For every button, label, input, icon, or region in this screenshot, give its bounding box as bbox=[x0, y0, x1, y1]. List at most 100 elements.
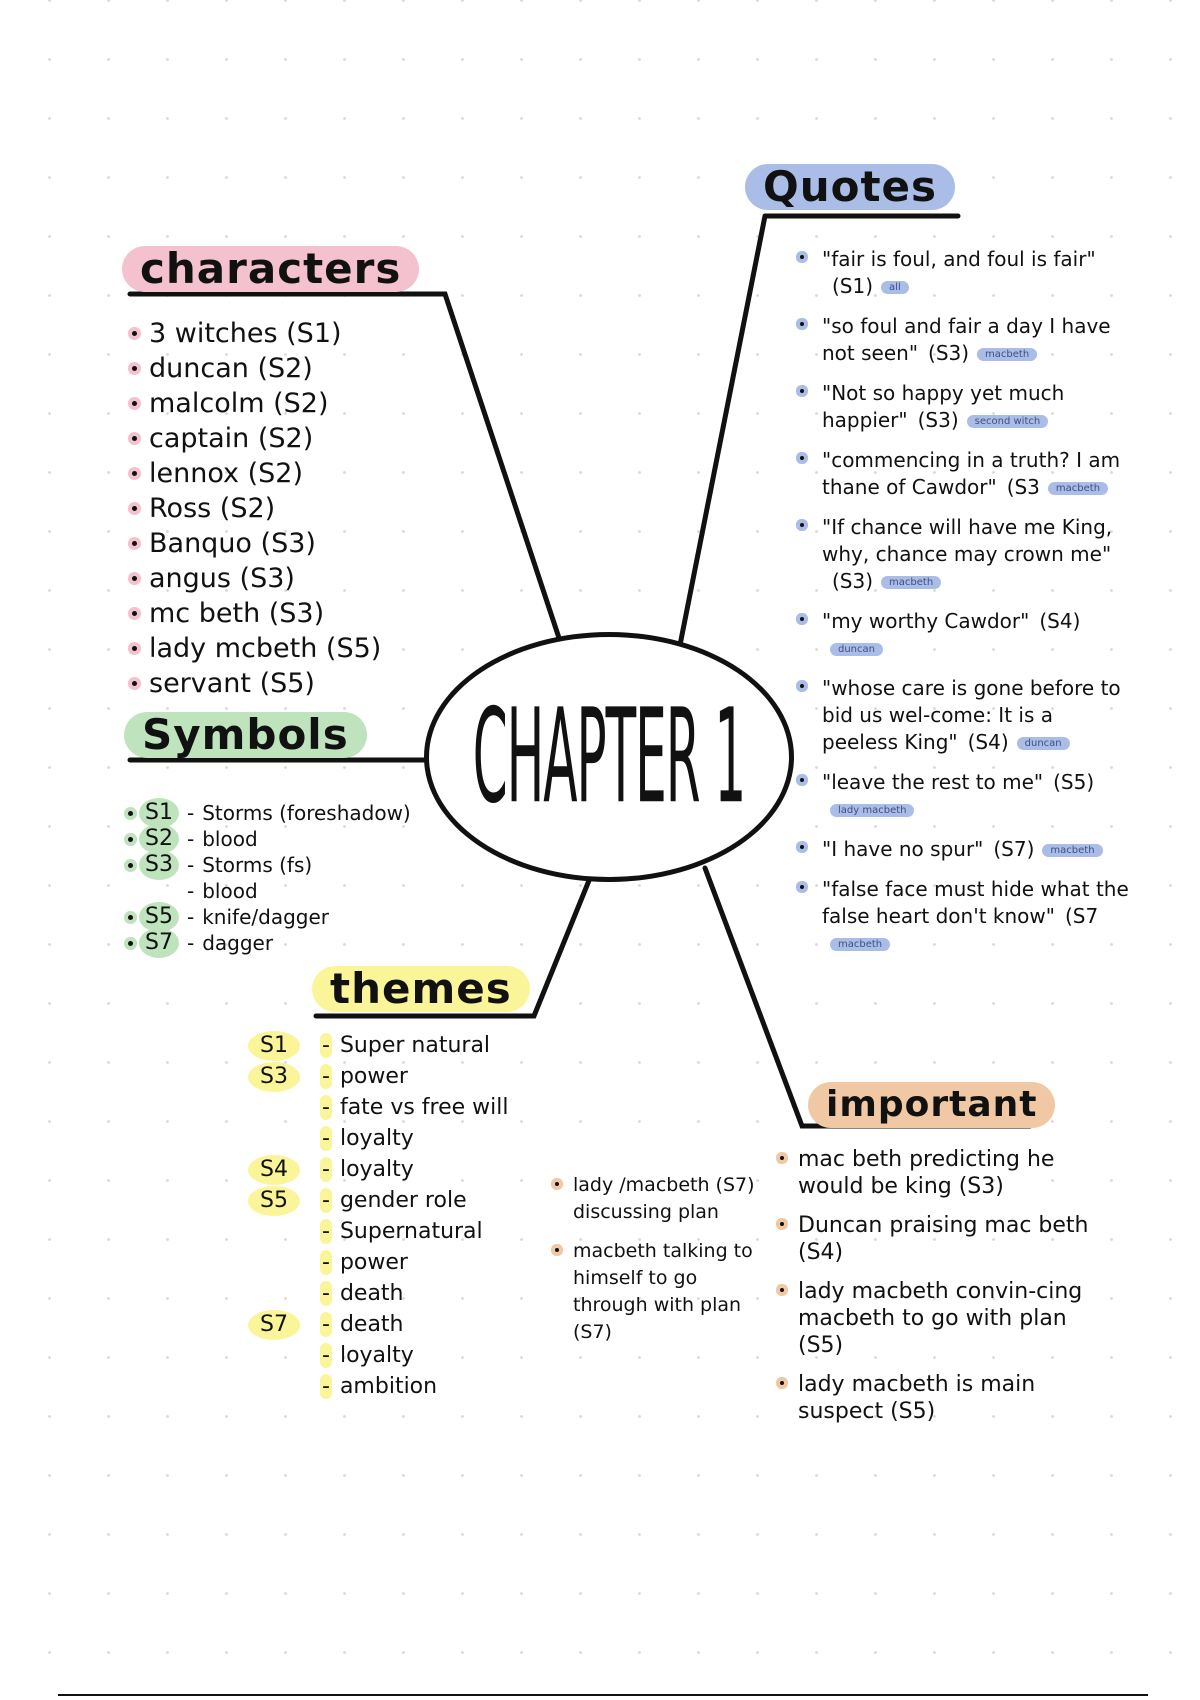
quote-scene: (S1) bbox=[832, 274, 874, 298]
scene-badge: S3 bbox=[139, 850, 179, 880]
quote-text: "so foul and fair a day I have not seen" bbox=[822, 314, 1111, 365]
character-name: angus (S3) bbox=[149, 563, 295, 594]
bullet-icon bbox=[128, 862, 133, 868]
quote-scene: (S4) bbox=[967, 730, 1009, 754]
bullet-icon bbox=[800, 456, 804, 460]
character-item: Ross (S2) bbox=[132, 491, 381, 526]
quote-item: "If chance will have me King, why, chanc… bbox=[800, 514, 1130, 595]
character-item: mc beth (S3) bbox=[132, 596, 381, 631]
bullet-icon bbox=[132, 541, 137, 546]
quote-text: "commencing in a truth? I am thane of Ca… bbox=[822, 448, 1121, 499]
theme-item: -power bbox=[248, 1247, 509, 1278]
theme-item: S3-power bbox=[248, 1061, 509, 1092]
bullet-icon bbox=[800, 255, 804, 259]
theme-text: gender role bbox=[339, 1188, 467, 1213]
character-item: lady mcbeth (S5) bbox=[132, 631, 381, 666]
symbol-item: -blood bbox=[128, 878, 411, 904]
symbols-heading: Symbols bbox=[124, 712, 367, 758]
chapter-title: CHAPTER 1 bbox=[472, 681, 746, 833]
speaker-tag: duncan bbox=[1016, 737, 1070, 750]
character-name: duncan (S2) bbox=[149, 353, 313, 384]
bullet-icon bbox=[800, 617, 804, 621]
important-text: lady macbeth convin-cing macbeth to go w… bbox=[798, 1279, 1083, 1358]
character-name: lennox (S2) bbox=[149, 458, 303, 489]
bullet-icon bbox=[800, 389, 804, 393]
scene-badge: S5 bbox=[248, 1185, 300, 1216]
quote-item: "leave the rest to me"(S5)lady macbeth bbox=[800, 769, 1130, 823]
theme-item: -ambition bbox=[248, 1371, 509, 1402]
important-item: lady /macbeth (S7) discussing plan bbox=[555, 1172, 760, 1226]
quote-text: "fair is foul, and foul is fair" bbox=[822, 247, 1096, 271]
character-name: captain (S2) bbox=[149, 423, 314, 454]
bullet-icon bbox=[132, 366, 137, 371]
dash: - bbox=[187, 879, 195, 903]
character-name: servant (S5) bbox=[149, 668, 315, 699]
themes-branch bbox=[313, 875, 593, 1019]
chapter-center-node: CHAPTER 1 bbox=[424, 632, 794, 882]
bullet-icon bbox=[132, 331, 137, 336]
important-text: lady /macbeth (S7) discussing plan bbox=[573, 1174, 755, 1223]
theme-text: loyalty bbox=[339, 1157, 414, 1182]
scene-badge: S4 bbox=[248, 1154, 300, 1185]
speaker-tag: lady macbeth bbox=[830, 804, 915, 817]
important-item: lady macbeth convin-cing macbeth to go w… bbox=[780, 1278, 1115, 1359]
scene-badge: S7 bbox=[139, 928, 179, 958]
important-text: lady macbeth is main suspect (S5) bbox=[798, 1372, 1036, 1424]
scene-badge: S1 bbox=[139, 798, 179, 828]
speaker-tag: macbeth bbox=[1042, 844, 1103, 857]
speaker-tag: duncan bbox=[830, 643, 883, 656]
quote-scene: (S4) bbox=[1039, 609, 1081, 633]
quotes-branch bbox=[677, 213, 961, 648]
quote-item: "false face must hide what the false hea… bbox=[800, 876, 1130, 957]
theme-text: power bbox=[339, 1064, 408, 1089]
symbol-text: blood bbox=[202, 827, 258, 851]
bullet-icon bbox=[555, 1182, 559, 1186]
theme-item: S4-loyalty bbox=[248, 1154, 509, 1185]
character-item: 3 witches (S1) bbox=[132, 316, 381, 351]
important-item: mac beth predicting he would be king (S3… bbox=[780, 1146, 1115, 1200]
important-heading: important bbox=[808, 1082, 1056, 1128]
theme-text: ambition bbox=[339, 1374, 438, 1399]
theme-scene-cell: S1 bbox=[248, 1030, 312, 1061]
quote-scene: (S3) bbox=[832, 569, 874, 593]
scene-badge: S3 bbox=[248, 1061, 300, 1092]
character-name: 3 witches (S1) bbox=[149, 318, 342, 349]
symbol-text: knife/dagger bbox=[202, 905, 329, 929]
bullet-icon bbox=[800, 523, 804, 527]
quote-text: "false face must hide what the false hea… bbox=[822, 877, 1129, 928]
dash: - bbox=[187, 931, 195, 955]
theme-scene-cell: S3 bbox=[248, 1061, 312, 1092]
character-name: malcolm (S2) bbox=[149, 388, 329, 419]
bullet-icon bbox=[780, 1288, 784, 1292]
important-list-right: mac beth predicting he would be king (S3… bbox=[780, 1146, 1115, 1437]
dash: - bbox=[320, 1188, 332, 1213]
bullet-icon bbox=[780, 1381, 784, 1385]
quote-scene: (S3) bbox=[917, 408, 959, 432]
speaker-tag: macbeth bbox=[977, 348, 1038, 361]
character-name: Banquo (S3) bbox=[149, 528, 316, 559]
quote-scene: (S3) bbox=[928, 341, 970, 365]
quotes-heading: Quotes bbox=[745, 164, 956, 210]
scene-badge: S1 bbox=[248, 1030, 300, 1061]
theme-item: -loyalty bbox=[248, 1123, 509, 1154]
dash: - bbox=[320, 1064, 332, 1089]
dash: - bbox=[187, 801, 195, 825]
theme-item: S5-gender role bbox=[248, 1185, 509, 1216]
bullet-icon bbox=[780, 1222, 784, 1226]
quote-scene: (S7 bbox=[1064, 904, 1099, 928]
symbol-item: S1-Storms (foreshadow) bbox=[128, 798, 411, 828]
symbol-text: blood bbox=[202, 879, 258, 903]
symbol-text: Storms (fs) bbox=[202, 853, 313, 877]
scene-badge: S2 bbox=[139, 824, 179, 854]
dash: - bbox=[320, 1219, 332, 1244]
theme-item: -Supernatural bbox=[248, 1216, 509, 1247]
important-text: macbeth talking to himself to go through… bbox=[573, 1240, 753, 1343]
dash: - bbox=[187, 827, 195, 851]
bullet-icon bbox=[132, 506, 137, 511]
bullet-icon bbox=[128, 836, 133, 842]
bullet-icon bbox=[128, 810, 133, 816]
quote-scene: (S5) bbox=[1053, 770, 1095, 794]
character-item: servant (S5) bbox=[132, 666, 381, 701]
